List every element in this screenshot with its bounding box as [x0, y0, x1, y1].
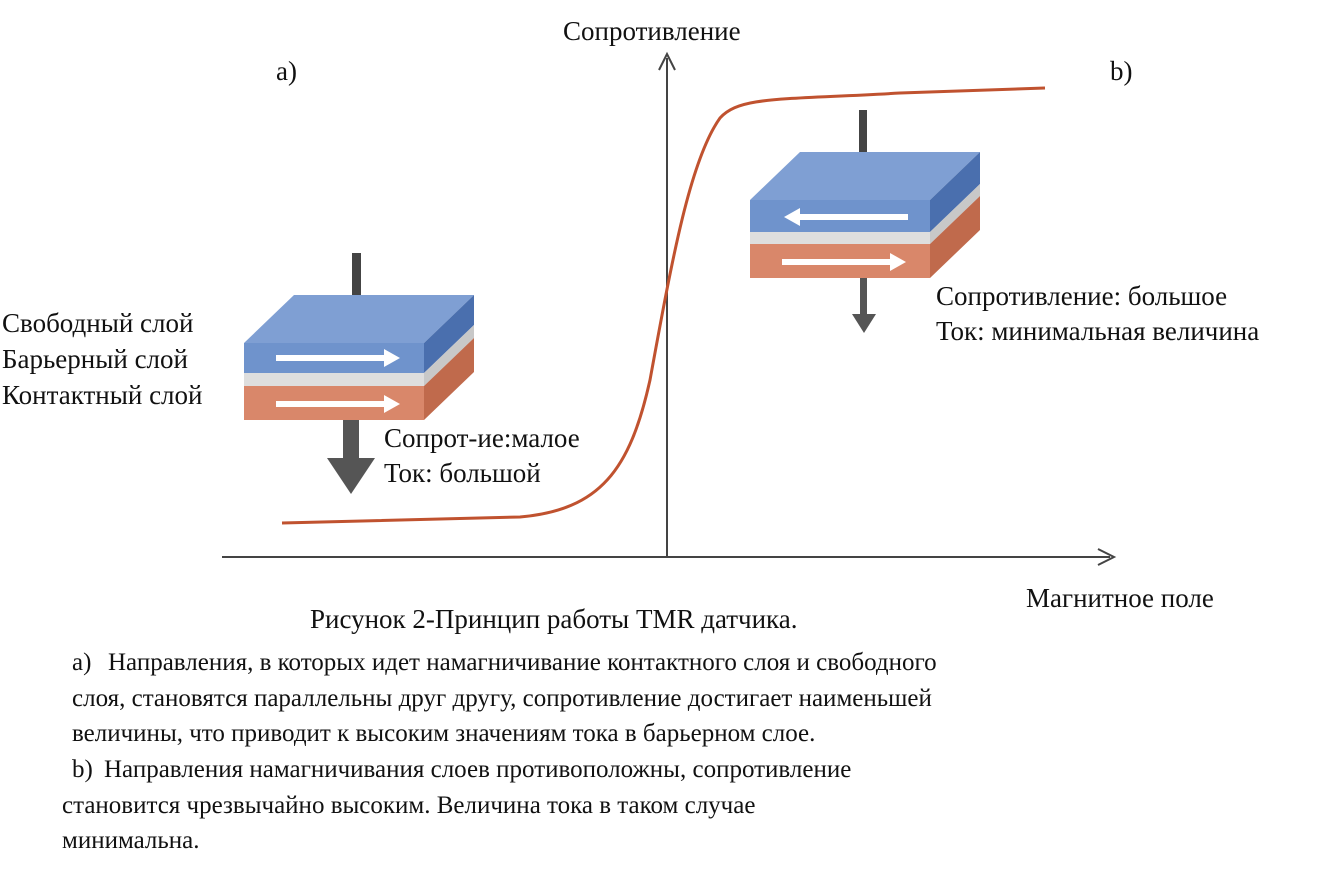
- stack-b-top-arrow-stem: [859, 110, 867, 172]
- x-axis-arrowhead: [1097, 548, 1117, 566]
- stack-b-free-magnetization-arrow: [784, 208, 908, 226]
- stack-a-top-arrow-stem: [352, 253, 361, 315]
- stack-b-current-arrow: [852, 278, 876, 333]
- y-axis-arrowhead: [658, 51, 676, 71]
- caption-a-line-2: слоя, становятся параллельны друг другу,…: [72, 685, 932, 712]
- panel-a-label: a): [276, 56, 297, 86]
- stack-b-free-layer-side: [930, 152, 980, 232]
- state-b-resistance: Сопротивление: большое: [936, 281, 1228, 311]
- caption-b-line-2: становится чрезвычайно высоким. Величина…: [62, 792, 756, 819]
- caption-a-line-3: величины, что приводит к высоким значени…: [72, 720, 816, 747]
- free-layer-label: Свободный слой: [2, 308, 194, 338]
- stack-b-contact-layer-side: [930, 196, 980, 278]
- contact-layer-label: Контактный слой: [2, 380, 203, 410]
- barrier-layer-label: Барьерный слой: [2, 344, 188, 374]
- y-axis-label: Сопротивление: [563, 16, 741, 46]
- stack-a-barrier-layer-side: [424, 325, 474, 386]
- stack-a-contact-magnetization-arrow: [276, 395, 400, 413]
- state-b-current: Ток: минимальная величина: [936, 316, 1260, 346]
- stack-b-barrier-layer-front: [750, 232, 930, 244]
- stack-a-free-magnetization-arrow: [276, 349, 400, 367]
- stack-b-contact-magnetization-arrow: [782, 253, 906, 271]
- caption-b-line-3: минимальна.: [62, 827, 200, 854]
- state-a-current: Ток: большой: [384, 458, 541, 488]
- caption-b-line-1: Направления намагничивания слоев противо…: [104, 756, 852, 783]
- stack-a: [244, 253, 474, 494]
- stack-b: [750, 110, 980, 333]
- caption-a-marker: a): [72, 649, 92, 676]
- caption-b-marker: b): [72, 756, 93, 783]
- stack-a-current-arrow: [327, 420, 375, 494]
- stack-b-free-layer-top: [750, 152, 980, 200]
- stack-b-barrier-layer-side: [930, 184, 980, 244]
- stack-a-free-layer-top: [244, 295, 474, 343]
- stack-a-free-layer-side: [424, 295, 474, 373]
- x-axis-label: Магнитное поле: [1026, 583, 1214, 613]
- figure-title: Рисунок 2-Принцип работы TMR датчика.: [310, 604, 798, 634]
- stack-a-contact-layer-side: [424, 338, 474, 420]
- caption-a-line-1: Направления, в которых идет намагничиван…: [108, 649, 937, 676]
- panel-b-label: b): [1110, 56, 1133, 86]
- stack-a-barrier-layer-front: [244, 373, 424, 386]
- resistance-curve: [281, 86, 1046, 525]
- state-a-resistance: Сопрот-ие:малое: [384, 423, 580, 453]
